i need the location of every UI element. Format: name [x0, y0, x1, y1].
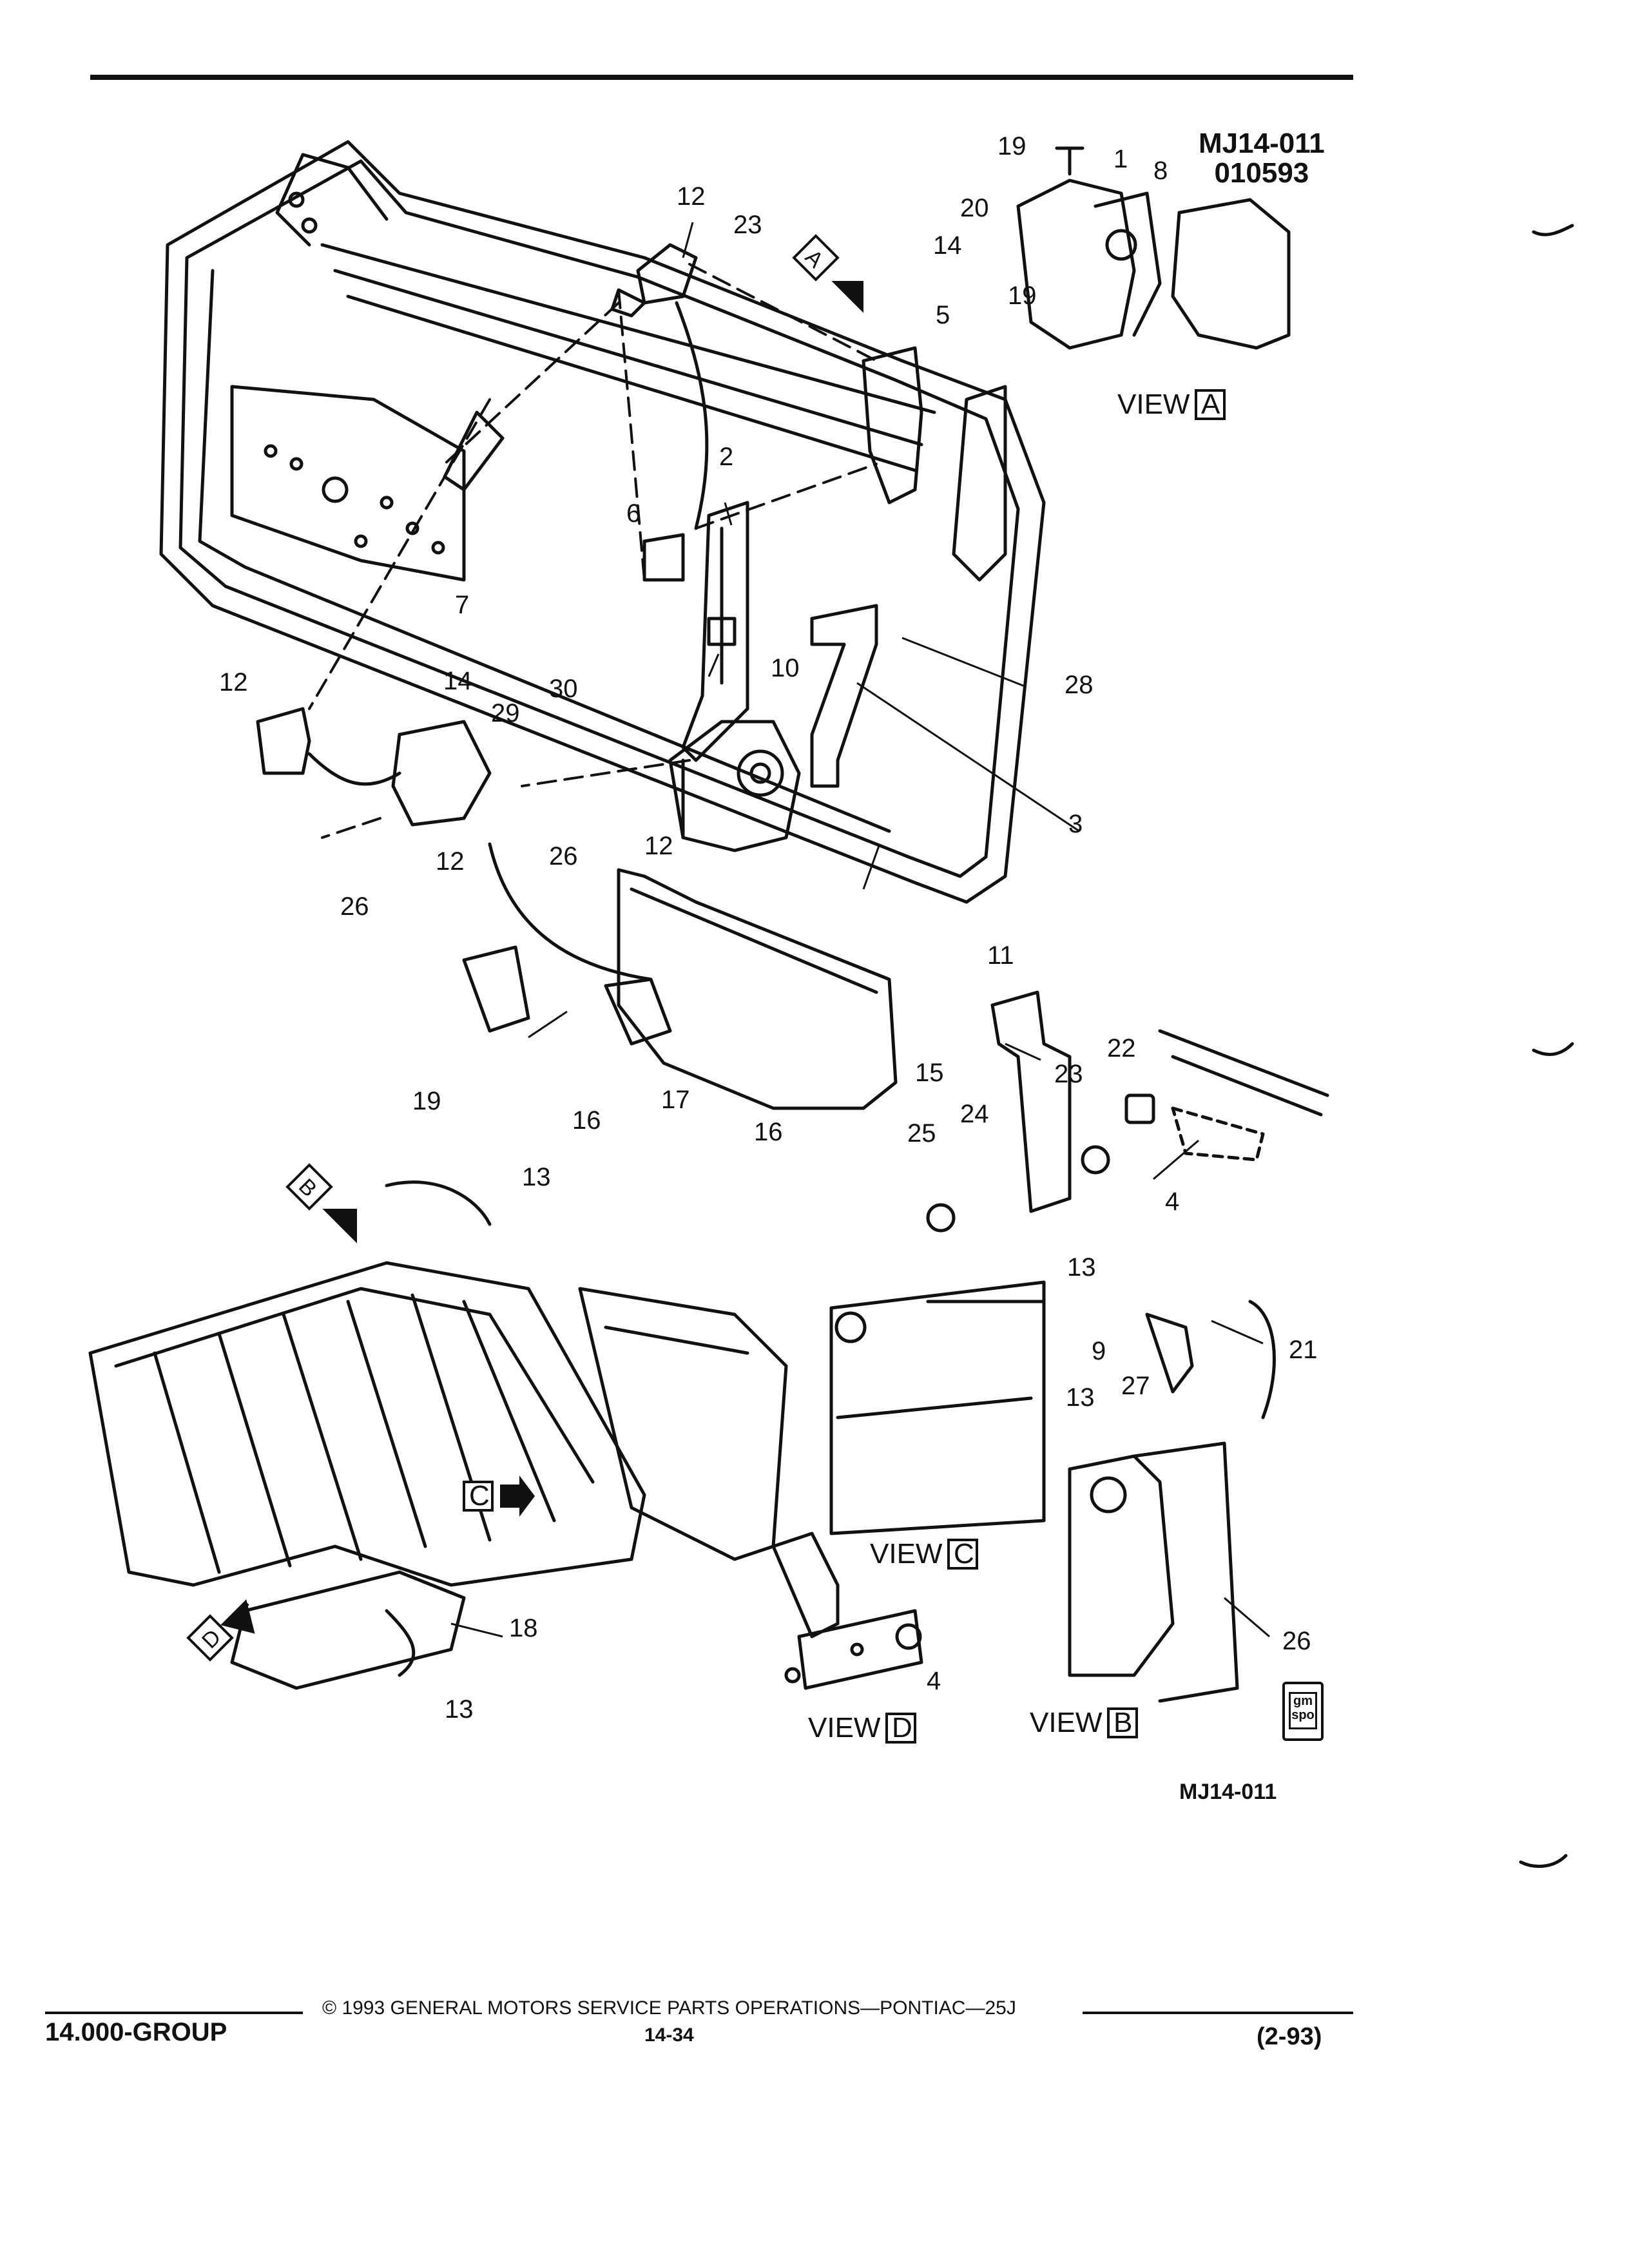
callout-7: 7: [455, 591, 469, 619]
callout-16-left: 16: [572, 1106, 601, 1135]
callout-13-b: 13: [1066, 1383, 1095, 1412]
callout-22: 22: [1107, 1034, 1136, 1062]
callout-19-a1: 19: [998, 132, 1027, 160]
callout-9: 9: [1092, 1337, 1106, 1365]
callout-13-d: 13: [445, 1695, 474, 1724]
figure-ref-top: MJ14-011 010593: [1199, 129, 1325, 188]
footer-date: (2-93): [1257, 2023, 1322, 2050]
page-footer: © 1993 GENERAL MOTORS SERVICE PARTS OPER…: [0, 1984, 1629, 2088]
view-d-word: VIEW: [808, 1712, 881, 1744]
callout-19-a2: 19: [1008, 282, 1037, 310]
callout-25: 25: [907, 1119, 936, 1148]
top-rule: [90, 75, 1353, 80]
callout-11: 11: [987, 941, 1014, 970]
view-b-letter: B: [1113, 1707, 1132, 1738]
view-d-letter: D: [892, 1712, 912, 1744]
view-c-word: VIEW: [870, 1538, 943, 1570]
callout-3: 3: [1068, 810, 1083, 838]
footer-rule-left: [45, 2012, 303, 2014]
callout-28: 28: [1065, 671, 1094, 699]
callout-26-b: 26: [1282, 1627, 1311, 1655]
callout-14-main: 14: [443, 667, 472, 695]
callout-23-top: 23: [733, 211, 762, 239]
view-c-assembly: [829, 1280, 1046, 1535]
callout-21: 21: [1289, 1336, 1318, 1364]
footer-page-number: 14-34: [644, 2024, 694, 2046]
callout-2: 2: [719, 443, 733, 471]
callout-10: 10: [771, 654, 800, 682]
view-arrows: A B C D: [186, 234, 863, 1662]
callout-26-mid: 26: [549, 842, 578, 870]
callout-15: 15: [915, 1059, 944, 1087]
view-b-assembly: [1068, 1300, 1276, 1703]
callout-26-left: 26: [340, 892, 369, 921]
callout-14-a: 14: [933, 231, 962, 260]
callout-12-top: 12: [677, 182, 706, 211]
callout-30: 30: [549, 675, 578, 703]
view-a-assembly: [1016, 146, 1291, 350]
view-c-letter: C: [954, 1538, 974, 1570]
callout-4-top: 4: [1165, 1187, 1179, 1216]
figure-ref-code: MJ14-011: [1199, 128, 1325, 159]
trim-panel: [462, 842, 898, 1110]
figure-ref-bottom: MJ14-011: [1179, 1780, 1277, 1804]
view-d-assembly: [771, 1532, 923, 1690]
callout-29: 29: [491, 699, 520, 727]
footer-rule-right: [1083, 2012, 1353, 2014]
callout-12-low: 12: [644, 832, 673, 860]
callout-numbers: 12 23 19 1 8 20 14 19 5 2 6 7 14 29 30 1…: [219, 132, 1318, 1724]
view-a-word: VIEW: [1117, 389, 1190, 420]
callout-27: 27: [1121, 1372, 1150, 1400]
dashed-leaders: [308, 263, 878, 839]
callout-20: 20: [960, 194, 989, 222]
callout-6: 6: [626, 499, 641, 528]
callout-12-mid: 12: [436, 847, 465, 876]
view-b-word: VIEW: [1030, 1707, 1103, 1738]
callout-13-top: 13: [522, 1163, 551, 1191]
callout-8: 8: [1153, 157, 1168, 185]
callout-12-left: 12: [219, 668, 248, 697]
callout-16-right: 16: [754, 1118, 783, 1146]
callout-1: 1: [1113, 145, 1128, 173]
callout-23-low: 23: [1054, 1060, 1083, 1088]
arrow-c-letter: C: [469, 1480, 490, 1512]
view-a-letter: A: [1201, 389, 1220, 420]
footer-copyright: © 1993 GENERAL MOTORS SERVICE PARTS OPER…: [322, 1997, 1016, 2019]
figure-ref-date: 010593: [1214, 157, 1309, 189]
convertible-top: [88, 1180, 788, 1690]
footer-group: 14.000-GROUP: [45, 2018, 227, 2046]
callout-17: 17: [661, 1086, 690, 1114]
callout-5: 5: [936, 301, 950, 329]
pull-handle: [926, 990, 1329, 1233]
callout-19-b: 19: [412, 1087, 441, 1115]
door-assembly: [159, 140, 1046, 904]
callout-leaders: [450, 222, 1270, 1638]
callout-18: 18: [509, 1614, 538, 1642]
callout-13-c: 13: [1067, 1253, 1096, 1282]
callout-24: 24: [960, 1100, 989, 1128]
callout-4-d: 4: [927, 1667, 941, 1695]
gm-spo-logo-text: gm spo: [1289, 1692, 1317, 1729]
view-labels: VIEW A VIEW C VIEW B VIEW D: [808, 389, 1226, 1744]
gm-spo-logo: gm spo: [1282, 1682, 1324, 1741]
